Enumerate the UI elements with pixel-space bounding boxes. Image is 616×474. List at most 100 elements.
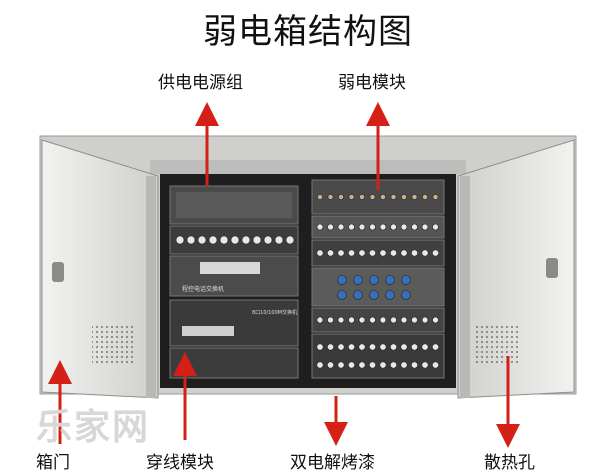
jack-port — [327, 316, 334, 324]
rj45-panel-1 — [311, 215, 445, 239]
annotation-arrows — [48, 102, 520, 448]
jack-port — [316, 343, 324, 351]
label-vent-holes: 散热孔 — [484, 453, 535, 473]
jack-port — [431, 361, 439, 369]
jack-port — [368, 249, 376, 257]
jack-port — [326, 361, 334, 369]
jack-port — [241, 235, 251, 245]
jack-port — [390, 194, 397, 200]
jack-port — [175, 235, 185, 245]
network-switch-module: 8口10/100M交换机 — [169, 299, 299, 347]
jack-port — [410, 343, 418, 351]
jack-port — [400, 223, 408, 231]
jack-port — [400, 361, 408, 369]
jack-port — [368, 361, 376, 369]
jack-port — [401, 275, 411, 285]
jack-port — [369, 223, 376, 231]
jack-port — [422, 194, 428, 200]
jack-port — [186, 235, 196, 245]
jack-port — [379, 343, 387, 351]
jack-port — [400, 249, 408, 257]
right-door — [457, 139, 575, 399]
jack-port — [432, 223, 439, 231]
label-paint: 双电解烤漆 — [290, 453, 375, 473]
jack-port — [316, 223, 324, 231]
jack-port — [348, 194, 355, 200]
jack-port — [411, 316, 418, 324]
jack-port — [358, 343, 366, 351]
jack-port — [421, 249, 429, 257]
jack-port — [337, 223, 345, 231]
jack-port — [347, 361, 355, 369]
power-supply-module — [169, 185, 299, 225]
jack-port — [401, 194, 407, 200]
jack-port — [389, 249, 397, 257]
jack-port — [379, 316, 387, 324]
jack-panel-lower — [169, 347, 299, 379]
jack-port — [379, 361, 387, 369]
jack-port — [421, 361, 429, 369]
jack-port — [359, 194, 365, 200]
left-door — [41, 139, 159, 399]
jack-port — [431, 249, 439, 257]
jack-port — [316, 361, 324, 369]
jack-port — [337, 361, 345, 369]
jack-port — [347, 249, 355, 257]
jack-port — [337, 316, 345, 324]
jack-port — [348, 223, 355, 231]
jack-port — [431, 343, 439, 351]
jack-port — [327, 223, 334, 231]
jack-port — [337, 249, 345, 257]
phone-switch-text: 程控电话交换机 — [182, 285, 224, 293]
jack-port — [410, 249, 418, 257]
jack-port — [326, 249, 334, 257]
label-power-group: 供电电源组 — [158, 73, 243, 93]
jack-port — [358, 249, 366, 257]
jack-port — [348, 316, 355, 324]
jack-port — [401, 290, 411, 300]
jack-port — [327, 194, 334, 200]
jack-port — [316, 316, 324, 324]
jack-port — [368, 343, 376, 351]
jack-port — [400, 316, 408, 324]
jack-port — [338, 194, 344, 200]
jack-port — [219, 235, 229, 245]
jack-port — [369, 290, 379, 300]
jack-port — [369, 194, 376, 200]
phone-switch-module: 程控电话交换机 — [169, 255, 299, 297]
watermark-logo: 乐家网 — [36, 407, 151, 448]
jack-port — [347, 343, 355, 351]
jack-port — [285, 235, 295, 245]
page-title: 弱电箱结构图 — [203, 12, 413, 52]
jack-port — [353, 275, 363, 285]
network-switch-text: 8口10/100M交换机 — [252, 309, 297, 316]
jack-port — [274, 235, 284, 245]
jack-port — [317, 194, 323, 200]
jack-port — [337, 290, 347, 300]
jack-port — [316, 249, 324, 257]
jack-port — [385, 275, 395, 285]
label-weak-module: 弱电模块 — [338, 73, 406, 93]
jack-port — [432, 316, 439, 324]
jack-port — [353, 290, 363, 300]
jack-port — [432, 194, 439, 200]
label-box-door: 箱门 — [36, 453, 70, 473]
jack-port — [326, 343, 334, 351]
jack-port — [263, 235, 273, 245]
jack-port — [390, 223, 397, 231]
coax-module — [311, 267, 445, 307]
jack-port — [379, 249, 387, 257]
jack-port — [389, 343, 397, 351]
jack-port — [369, 316, 376, 324]
jack-port — [385, 290, 395, 300]
jack-port — [411, 194, 418, 200]
jack-port — [337, 343, 345, 351]
jack-port — [230, 235, 240, 245]
jack-port — [379, 223, 387, 231]
label-wiring-module: 穿线模块 — [146, 453, 214, 473]
jack-port — [337, 275, 347, 285]
jack-port — [380, 194, 386, 200]
jack-port — [411, 223, 418, 231]
jack-port — [358, 223, 366, 231]
